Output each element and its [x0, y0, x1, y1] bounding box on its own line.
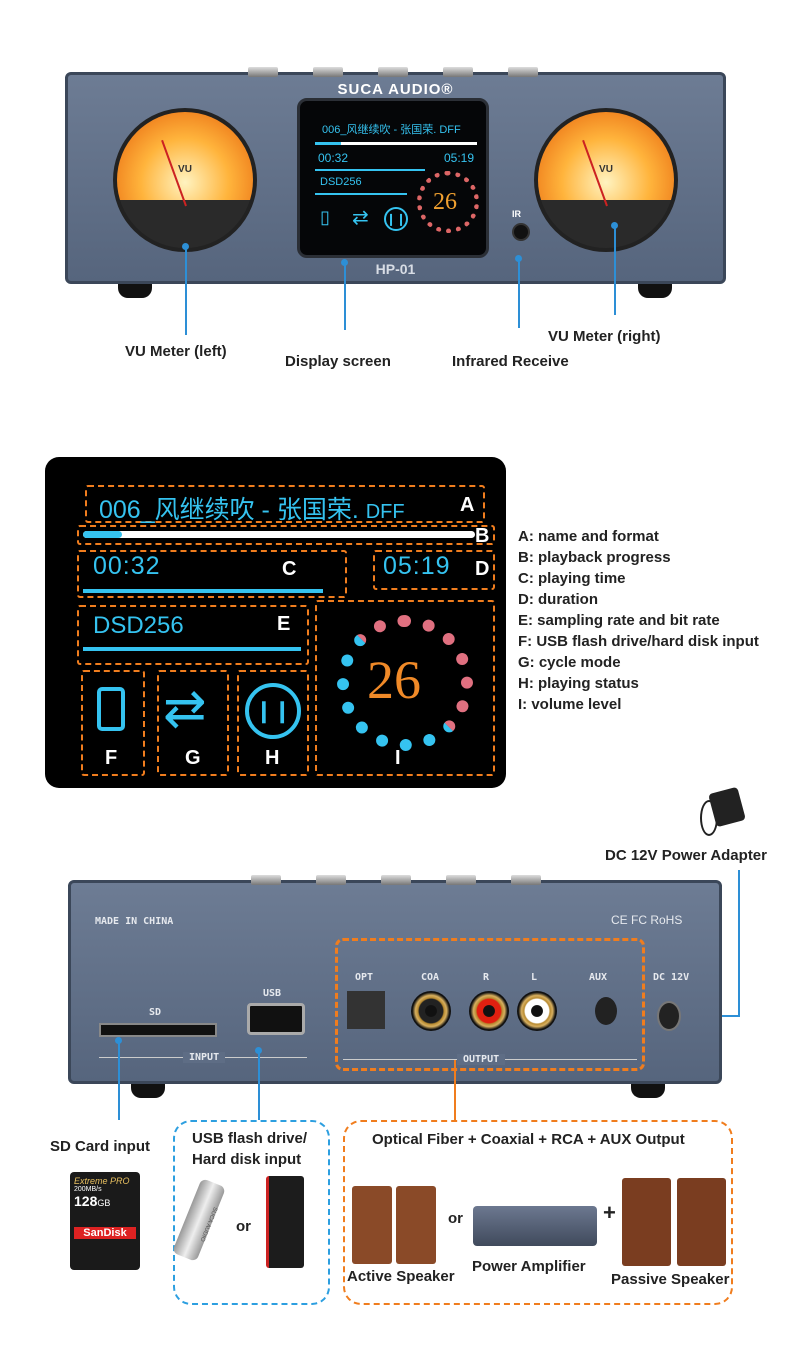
- track-title-large: 006_风继续吹 - 张国荣. DFF: [99, 496, 405, 524]
- top-button: [378, 67, 408, 77]
- display-legend: A: name and format B: playback progress …: [518, 528, 759, 717]
- cert-marks: CE FC RoHS: [611, 913, 683, 927]
- amplifier-image: [473, 1206, 597, 1246]
- usb-input-box: [173, 1120, 330, 1305]
- sd-slot[interactable]: [99, 1023, 217, 1037]
- foot: [118, 284, 152, 298]
- rear-panel: MADE IN CHINA CE FC RoHS SD USB INPUT OP…: [68, 875, 722, 1098]
- sample-rate: DSD256: [320, 176, 362, 188]
- usb-port[interactable]: [247, 1003, 305, 1035]
- model-label: HP-01: [375, 261, 416, 277]
- legend-item: B: playback progress: [518, 549, 671, 566]
- legend-item: E: sampling rate and bit rate: [518, 612, 720, 629]
- coaxial-port[interactable]: [411, 991, 451, 1031]
- progress-bar: [315, 142, 477, 145]
- sd-card-label: SD Card input: [50, 1138, 150, 1155]
- active-speaker-image: [352, 1186, 436, 1264]
- output-box: [335, 938, 645, 1071]
- amplifier-label: Power Amplifier: [472, 1258, 586, 1275]
- rca-left-port[interactable]: [517, 991, 557, 1031]
- ir-receiver: [512, 223, 530, 241]
- front-display: 006_风继续吹 - 张国荣. DFF 00:32 05:19 DSD256 2…: [297, 98, 489, 258]
- legend-item: A: name and format: [518, 528, 659, 545]
- dc-port[interactable]: [657, 1001, 681, 1031]
- sd-card-image: Extreme PRO 200MB/s 128GB SanDisk: [70, 1172, 140, 1270]
- passive-speaker-image: [622, 1178, 726, 1266]
- track-title: 006_风继续吹 - 张国荣. DFF: [322, 124, 461, 136]
- usb-input-label: Hard disk input: [192, 1151, 302, 1168]
- usb-icon: ▯: [320, 207, 330, 227]
- display-closeup: 006_风继续吹 - 张国荣. DFF A B 00:32 C 05:19 D …: [45, 457, 506, 788]
- aux-port[interactable]: [595, 997, 617, 1025]
- volume-ring: [417, 171, 479, 233]
- elapsed-time-large: 00:32: [93, 552, 161, 580]
- rca-right-port[interactable]: [469, 991, 509, 1031]
- adapter-label: DC 12V Power Adapter: [605, 847, 767, 864]
- legend-item: G: cycle mode: [518, 654, 621, 671]
- callout-ir: Infrared Receive: [452, 353, 569, 370]
- optical-port[interactable]: [347, 991, 385, 1029]
- legend-item: C: playing time: [518, 570, 626, 587]
- legend-item: F: USB flash drive/hard disk input: [518, 633, 759, 650]
- legend-item: H: playing status: [518, 675, 639, 692]
- sample-rate-large: DSD256: [93, 612, 184, 639]
- foot: [638, 284, 672, 298]
- output-devices-box: [343, 1120, 733, 1305]
- elapsed-time: 00:32: [318, 151, 349, 165]
- top-button: [508, 67, 538, 77]
- legend-item: D: duration: [518, 591, 598, 608]
- adapter-cable: [700, 800, 718, 836]
- vu-meter-right: VU: [534, 108, 678, 252]
- callout-vu-right: VU Meter (right): [548, 328, 661, 345]
- callout-vu-left: VU Meter (left): [125, 343, 227, 360]
- volume-value-large: 26: [367, 650, 421, 710]
- duration-large: 05:19: [383, 552, 451, 580]
- active-speaker-label: Active Speaker: [347, 1268, 455, 1285]
- pause-icon: ❙❙: [384, 207, 408, 231]
- callout-display: Display screen: [285, 353, 391, 370]
- output-title: Optical Fiber + Coaxial + RCA + AUX Outp…: [372, 1131, 685, 1148]
- volume-value: 26: [433, 189, 457, 215]
- duration: 05:19: [444, 151, 475, 165]
- legend-item: I: volume level: [518, 696, 622, 713]
- top-button: [248, 67, 278, 77]
- progress-fill: [83, 531, 123, 538]
- repeat-icon: ⇄: [352, 207, 369, 229]
- passive-speaker-label: Passive Speaker: [611, 1271, 730, 1288]
- vu-meter-left: VU: [113, 108, 257, 252]
- top-button: [443, 67, 473, 77]
- progress-bar-large: [83, 531, 475, 538]
- hard-disk-image: [266, 1176, 304, 1268]
- pause-status-icon: ❙❙: [245, 683, 301, 739]
- made-in-label: MADE IN CHINA: [95, 916, 174, 927]
- ir-label: IR: [512, 209, 521, 219]
- top-button: [313, 67, 343, 77]
- brand-logo: SUCA AUDIO®: [337, 81, 454, 98]
- usb-drive-icon: [97, 687, 125, 731]
- usb-input-label: USB flash drive/: [192, 1130, 308, 1147]
- repeat-mode-icon: ⇄: [163, 680, 207, 738]
